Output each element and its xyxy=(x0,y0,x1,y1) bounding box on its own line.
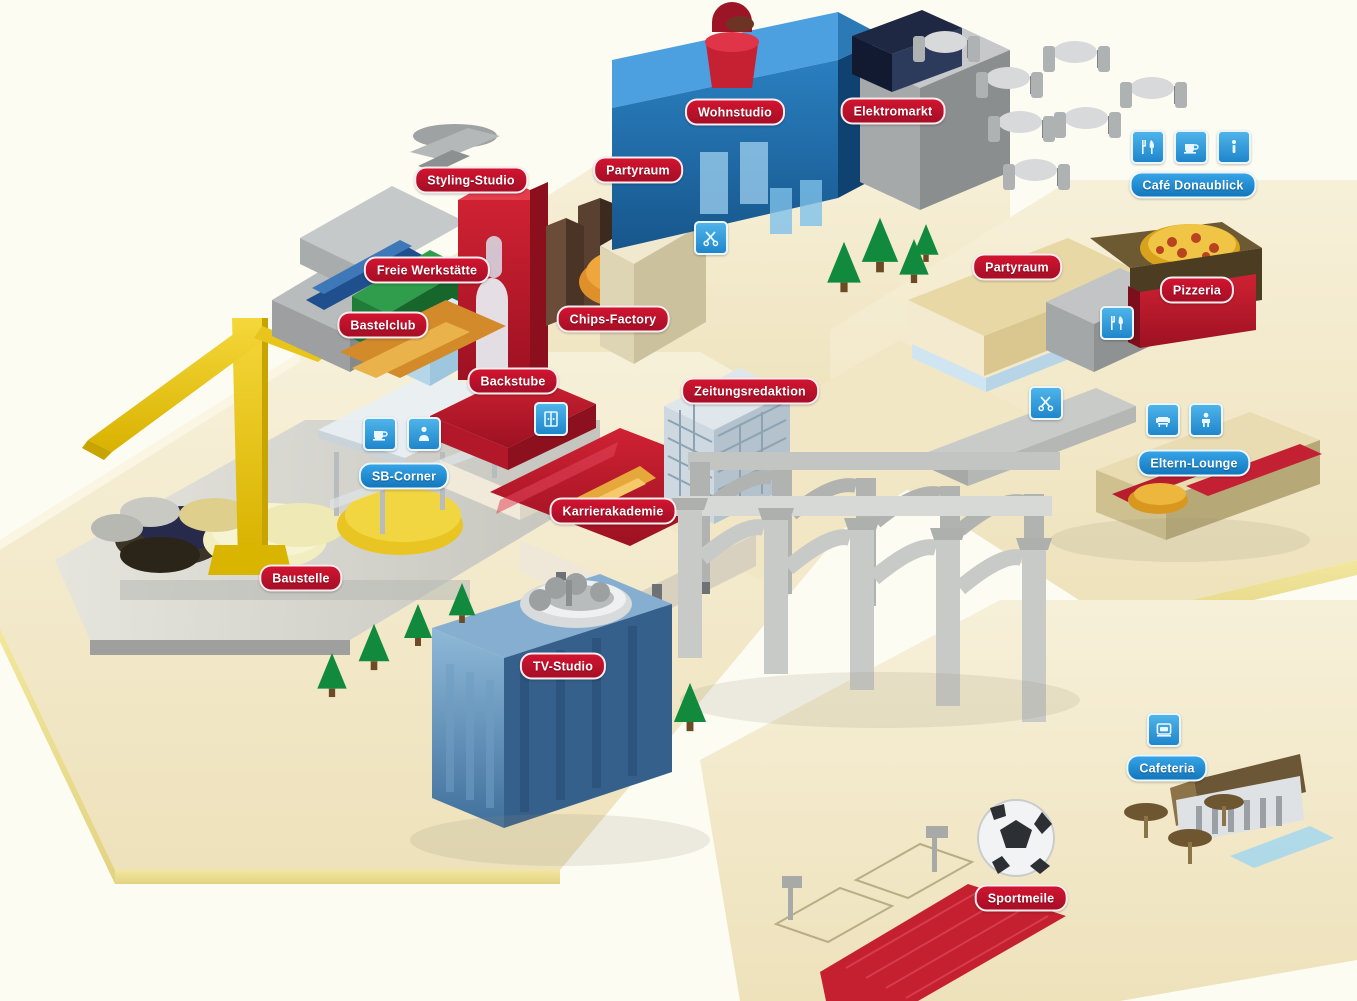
chips-factory xyxy=(546,198,706,364)
map-label-eltern-lounge[interactable]: Eltern-Lounge xyxy=(1137,449,1251,477)
tree xyxy=(861,217,899,273)
tree xyxy=(913,224,939,262)
cutlery-icon[interactable] xyxy=(1100,306,1134,340)
map-label-tv-studio[interactable]: TV-Studio xyxy=(519,652,607,680)
cafeteria-building xyxy=(1124,754,1334,868)
food-tray-icon[interactable] xyxy=(1147,713,1181,747)
person-icon[interactable] xyxy=(407,417,441,451)
locker-icon[interactable] xyxy=(534,402,568,436)
coffee-cup-icon[interactable] xyxy=(1174,130,1208,164)
map-label-bastelclub[interactable]: Bastelclub xyxy=(337,311,429,339)
baby-change-icon[interactable] xyxy=(1189,403,1223,437)
tree xyxy=(673,682,707,732)
tower-crane xyxy=(82,318,330,575)
armchair-icon[interactable] xyxy=(1146,403,1180,437)
map-label-karrierakademie[interactable]: Karrierakademie xyxy=(549,497,677,525)
map-label-chips-factory[interactable]: Chips-Factory xyxy=(556,305,670,333)
cafe-terrace-tables xyxy=(913,31,1187,190)
map-label-cafe-donaublick[interactable]: Café Donaublick xyxy=(1129,171,1257,199)
map-label-baustelle[interactable]: Baustelle xyxy=(259,564,343,592)
map-label-cafeteria[interactable]: Cafeteria xyxy=(1126,754,1208,782)
map-label-freie-werkstaette[interactable]: Freie Werkstätte xyxy=(363,256,491,284)
tree xyxy=(317,652,347,698)
terrain-southeast-wing xyxy=(700,600,1357,1001)
northwest-building-cluster xyxy=(272,124,548,386)
map-label-sportmeile[interactable]: Sportmeile xyxy=(974,884,1068,912)
map-label-partyraum-nord[interactable]: Partyraum xyxy=(593,156,683,184)
map-label-pizzeria[interactable]: Pizzeria xyxy=(1159,276,1235,304)
tree xyxy=(358,623,390,671)
map-label-zeitungsredaktion[interactable]: Zeitungsredaktion xyxy=(681,377,819,405)
map-label-wohnstudio[interactable]: Wohnstudio xyxy=(685,98,785,126)
aqueduct-arcade xyxy=(672,452,1060,722)
vending-machine-icon[interactable] xyxy=(363,417,397,451)
information-icon[interactable] xyxy=(1217,130,1251,164)
scissors-icon[interactable] xyxy=(1029,386,1063,420)
tree xyxy=(448,583,476,623)
cutlery-icon[interactable] xyxy=(1131,130,1165,164)
scissors-icon[interactable] xyxy=(694,221,728,255)
map-label-elektromarkt[interactable]: Elektromarkt xyxy=(840,97,946,125)
map-label-sb-corner[interactable]: SB-Corner xyxy=(358,462,450,490)
map-label-styling-studio[interactable]: Styling-Studio xyxy=(414,166,528,194)
map-label-partyraum-ost[interactable]: Partyraum xyxy=(972,253,1062,281)
tree xyxy=(404,604,432,646)
tree xyxy=(827,241,861,293)
map-label-backstube[interactable]: Backstube xyxy=(467,367,559,395)
